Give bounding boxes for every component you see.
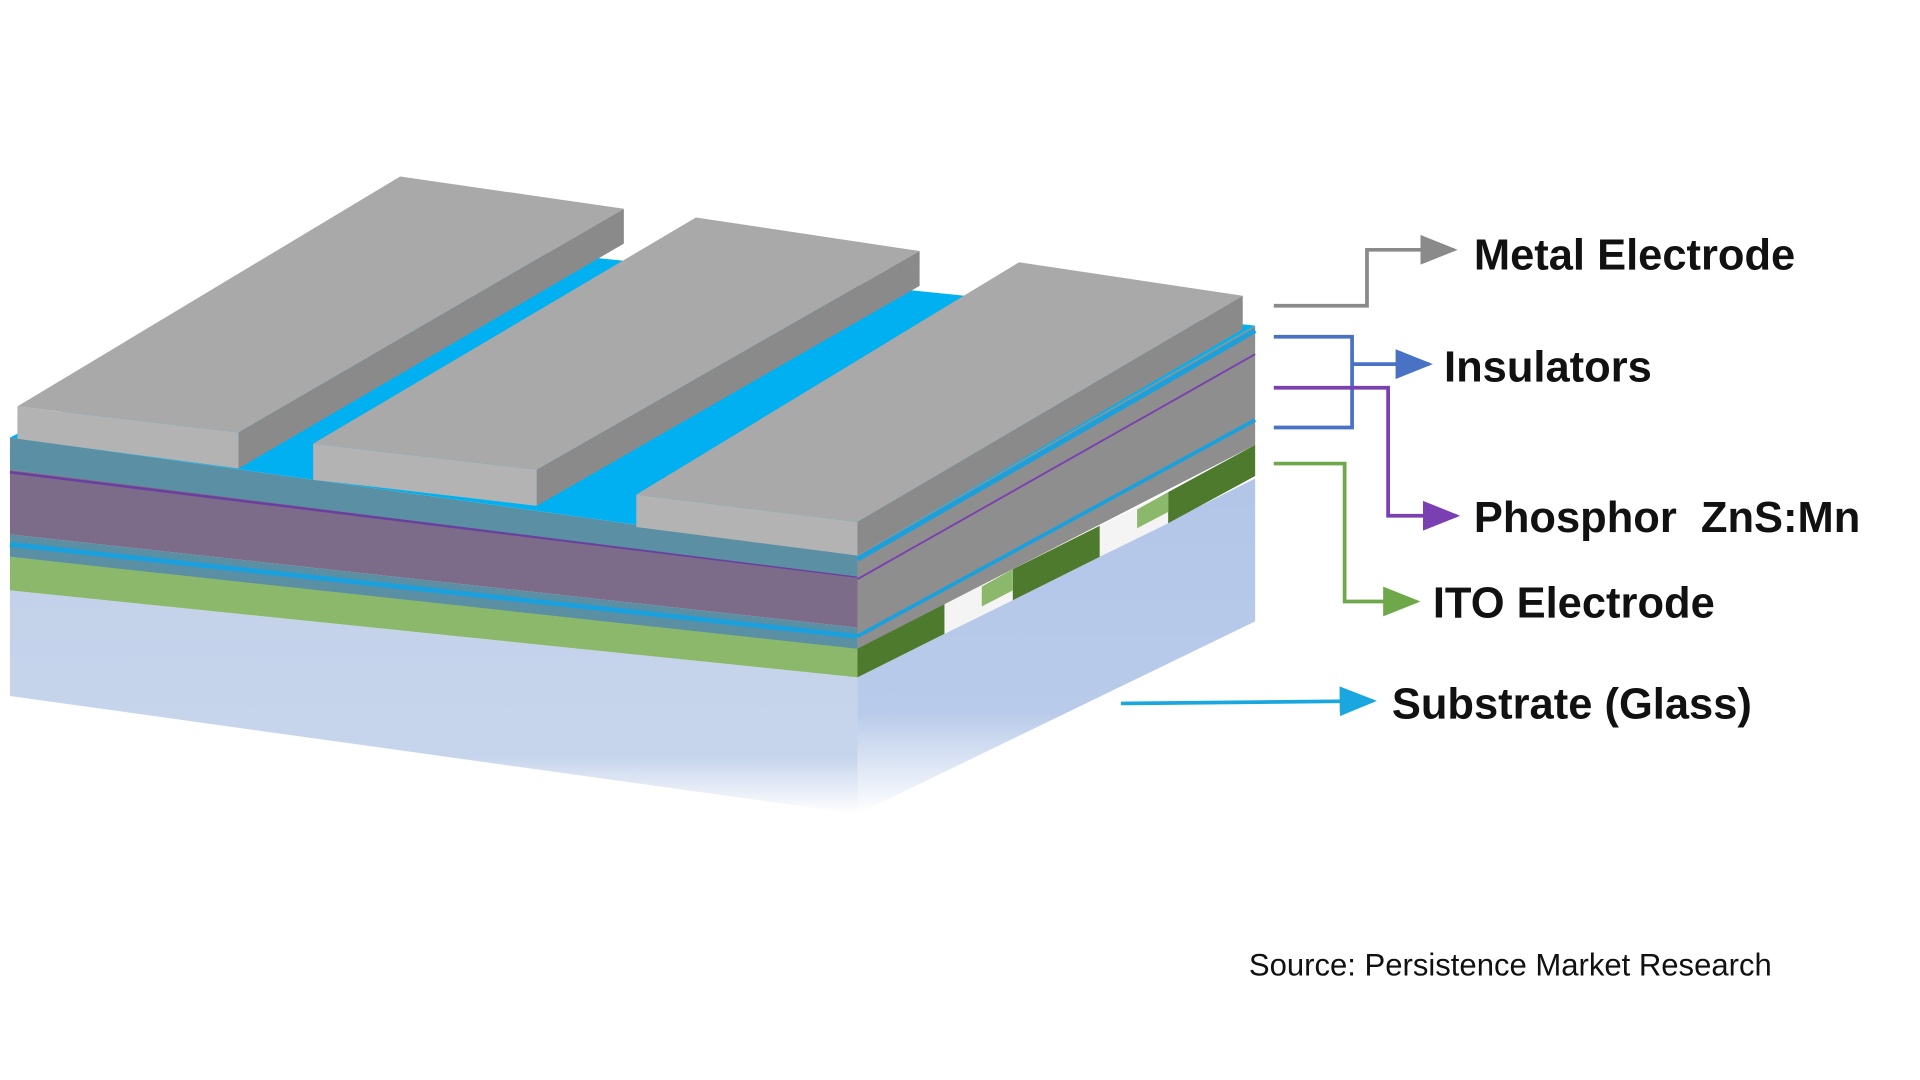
phosphor-layer: [9, 469, 858, 628]
insulators-bracket-line: [1273, 334, 1354, 430]
stack-side-face: [856, 325, 1257, 649]
label-ito-electrode: ITO Electrode: [1433, 580, 1715, 628]
lower-insulator-layer: [9, 534, 858, 649]
label-insulators: Insulators: [1444, 344, 1652, 392]
metal-electrode-strip: [17, 176, 624, 469]
label-metal-electrode: Metal Electrode: [1474, 232, 1795, 280]
metal-electrode-arrow: [1273, 234, 1458, 308]
substrate-glass: [9, 478, 1256, 815]
ito-electrode-arrow: [1273, 461, 1421, 617]
substrate-arrow: [1120, 686, 1377, 717]
source-credit: Source: Persistence Market Research: [1249, 948, 1772, 983]
metal-electrode-strip: [313, 217, 920, 506]
label-phosphor: Phosphor ZnS:Mn: [1474, 494, 1860, 542]
label-substrate: Substrate (Glass): [1392, 680, 1752, 728]
ito-electrode-layer: [9, 444, 1256, 678]
metal-electrode-strip: [636, 262, 1243, 556]
phosphor-arrow: [1273, 385, 1461, 531]
